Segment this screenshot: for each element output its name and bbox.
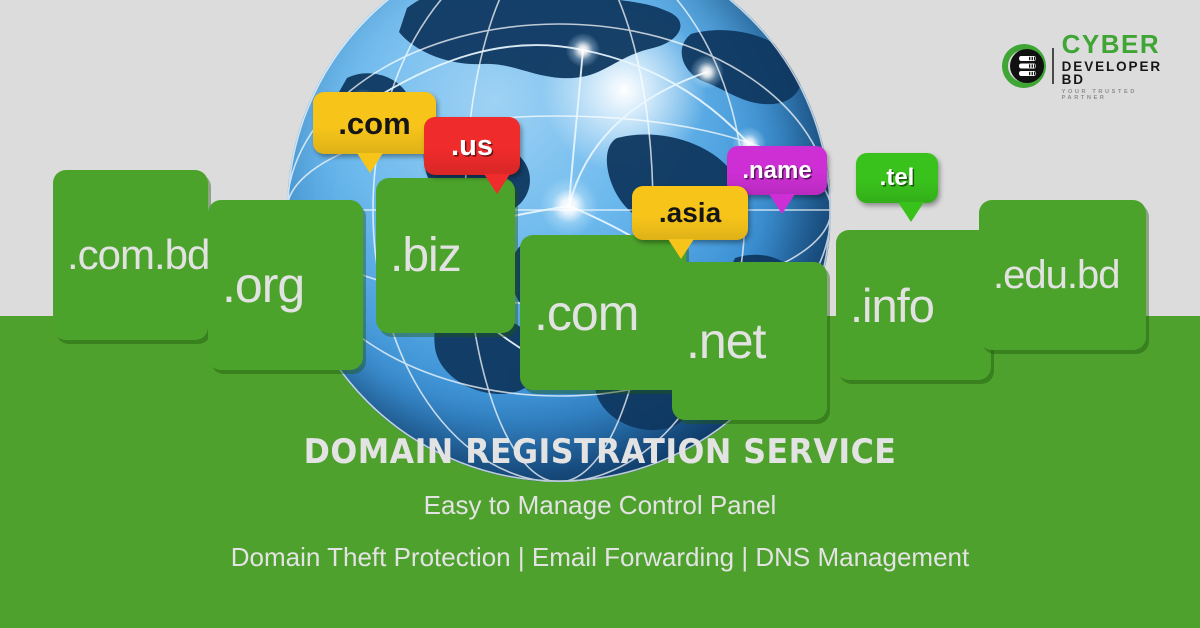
headline-features: Domain Theft Protection | Email Forwardi… <box>230 542 970 572</box>
bubble-tail <box>668 239 694 259</box>
server-stack-in-circle-icon <box>1000 42 1048 90</box>
bubble-tail <box>357 153 383 173</box>
tld-bubble-label: .asia <box>658 197 722 228</box>
tld-bubble-label: .name <box>742 156 812 184</box>
tld-card[interactable]: .com <box>520 235 686 390</box>
tld-card[interactable]: .com.bd <box>53 170 210 340</box>
tld-card-label: .org <box>222 257 305 313</box>
logo-tagline: YOUR TRUSTED PARTNER <box>1061 88 1137 101</box>
logo-subtitle: DEVELOPER BD <box>1061 58 1163 88</box>
tld-bubble[interactable]: .us <box>424 117 520 194</box>
logo-wordmark: CYBER DEVELOPER BD YOUR TRUSTED PARTNER <box>1062 31 1168 101</box>
tld-card[interactable]: .edu.bd <box>979 200 1146 350</box>
tld-bubble-label: .us <box>451 129 493 162</box>
tld-card[interactable]: .org <box>208 200 363 370</box>
tld-card-label: .net <box>686 313 766 369</box>
bubble-tail <box>898 202 924 222</box>
tld-card-label: .biz <box>390 229 462 282</box>
tld-bubble[interactable]: .com <box>313 92 436 173</box>
tld-card-label: .com <box>534 284 639 341</box>
tld-card-label: .info <box>850 278 935 332</box>
tld-bubble[interactable]: .tel <box>856 153 938 222</box>
logo-name: CYBER <box>1061 28 1161 59</box>
tld-bubble-label: .com <box>338 105 411 141</box>
bubble-tail <box>769 194 795 214</box>
tld-card[interactable]: .info <box>836 230 991 380</box>
tld-bubble-label: .tel <box>879 164 915 191</box>
company-logo[interactable]: CYBER DEVELOPER BD YOUR TRUSTED PARTNER <box>1000 31 1168 100</box>
tld-card-label: .edu.bd <box>993 252 1120 297</box>
tld-card[interactable]: .biz <box>376 178 515 333</box>
bubble-tail <box>484 174 510 194</box>
tld-bubble[interactable]: .asia <box>632 186 748 259</box>
tld-card[interactable]: .net <box>672 262 827 420</box>
headline-block: DOMAIN REGISTRATION SERVICE Easy to Mana… <box>0 432 1200 573</box>
logo-divider <box>1052 48 1054 84</box>
page-title: DOMAIN REGISTRATION SERVICE <box>303 432 897 472</box>
tld-card-label: .com.bd <box>67 231 210 278</box>
headline-subtitle: Easy to Manage Control Panel <box>423 490 777 520</box>
